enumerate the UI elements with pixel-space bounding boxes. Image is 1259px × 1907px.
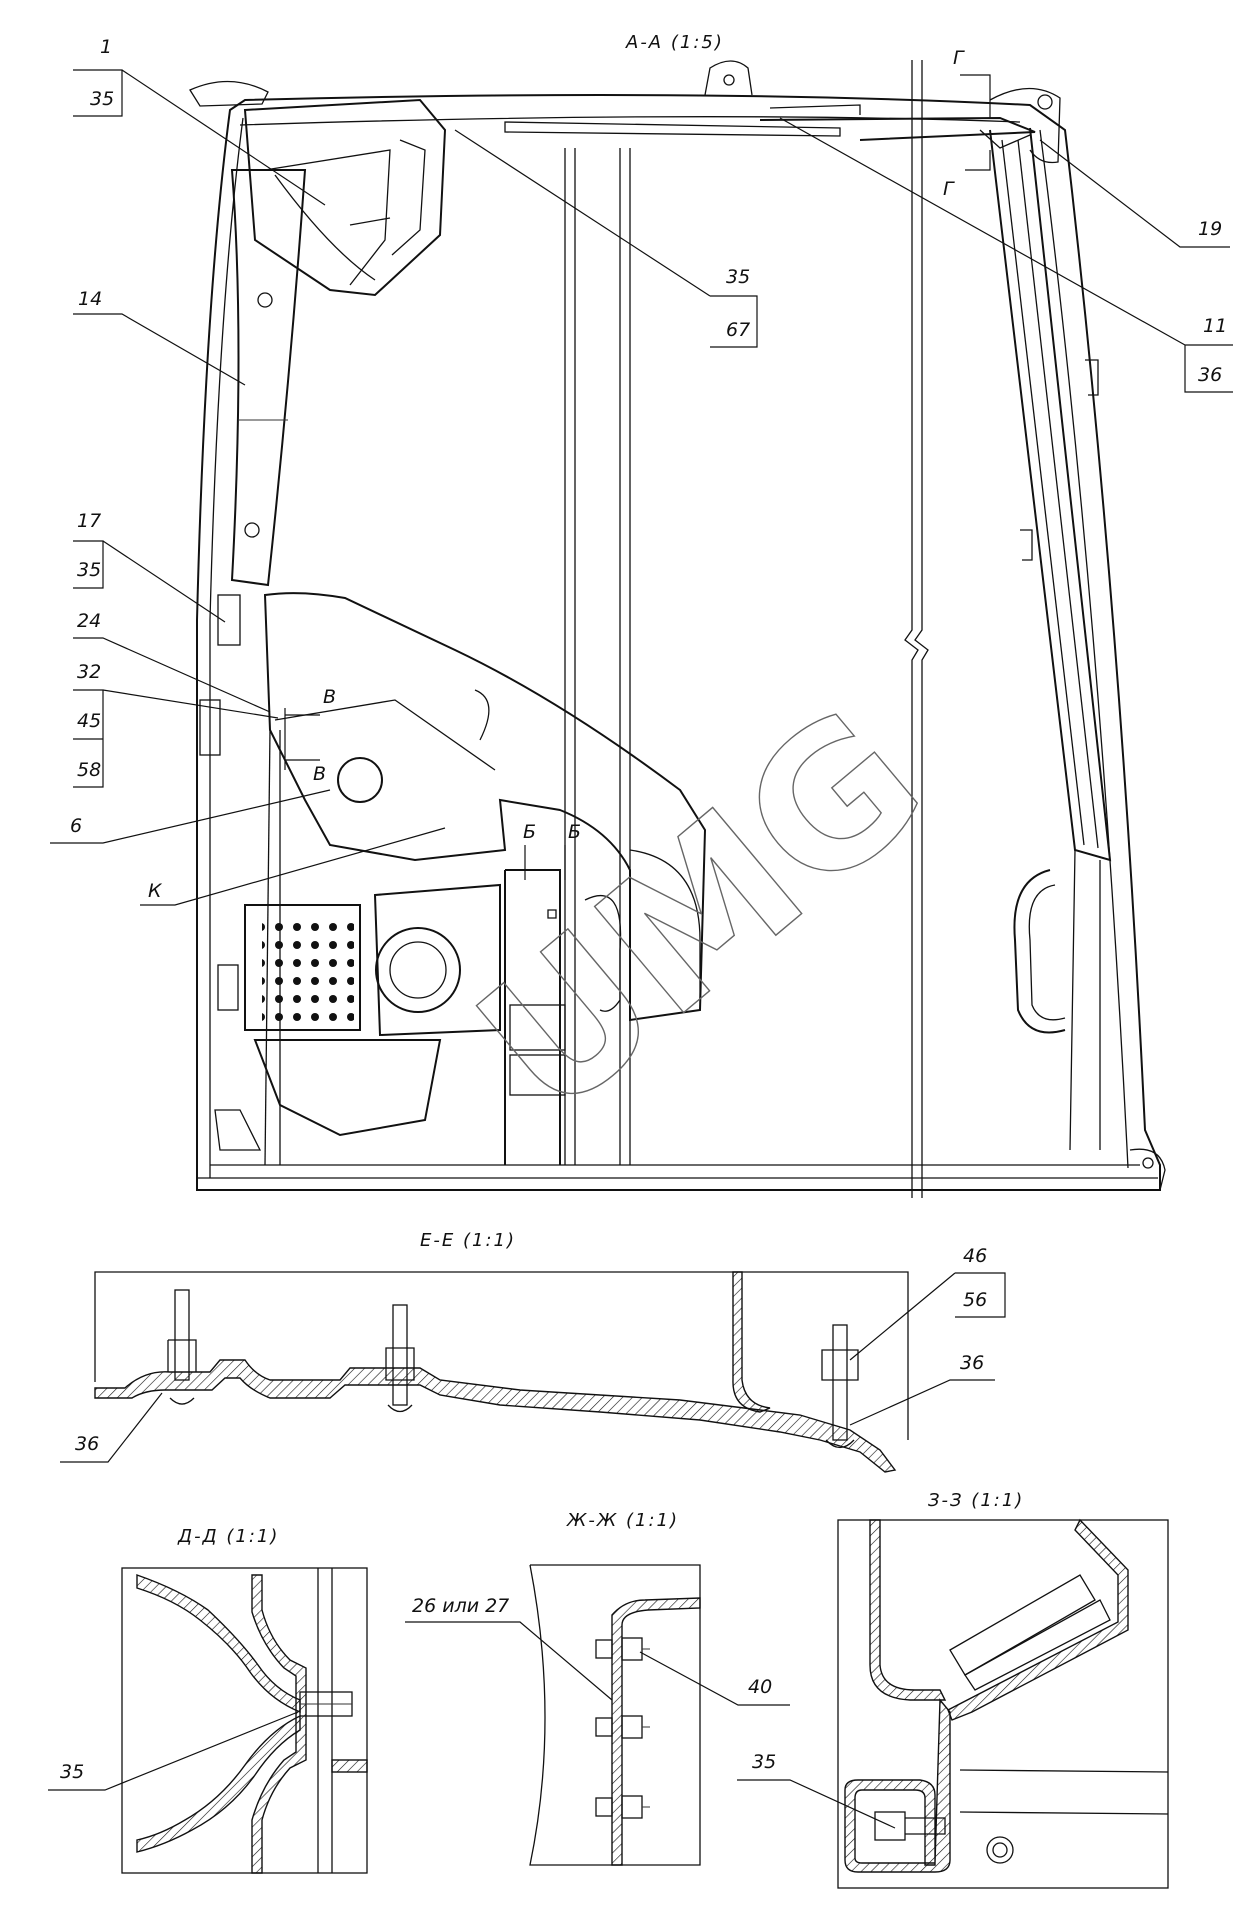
callout-26-27: 26 или 27 xyxy=(412,1595,509,1617)
heater-unit xyxy=(199,592,707,1166)
callout-35-dd: 35 xyxy=(60,1761,84,1783)
callout-24: 24 xyxy=(77,610,101,632)
section-zhzh: Ж-Ж (1:1) 26 или 27 40 xyxy=(405,1510,790,1866)
section-ee-title: Е-Е (1:1) xyxy=(420,1230,516,1251)
section-zz-title: З-З (1:1) xyxy=(928,1490,1024,1511)
callout-11: 11 xyxy=(1203,315,1227,337)
callout-1: 1 xyxy=(100,36,112,58)
main-view-title: А-А (1:5) xyxy=(625,32,724,53)
main-view: А-А (1:5) xyxy=(50,32,1233,1198)
callout-36-ee-right: 36 xyxy=(960,1352,984,1374)
section-ee: Е-Е (1:1) 46 56 36 36 xyxy=(60,1230,1006,1473)
callout-32: 32 xyxy=(77,661,101,683)
callout-36-ee-left: 36 xyxy=(75,1433,99,1455)
callout-45: 45 xyxy=(77,710,101,732)
filter-perforation xyxy=(262,913,354,1021)
section-mark-b-left: Б xyxy=(523,821,536,843)
callout-1-35: 35 xyxy=(90,88,114,110)
callout-40: 40 xyxy=(748,1676,772,1698)
air-duct-upper xyxy=(243,98,447,297)
section-mark-b-right: Б xyxy=(568,821,581,843)
section-dd: Д-Д (1:1) 35 xyxy=(48,1526,368,1874)
section-dd-title: Д-Д (1:1) xyxy=(177,1526,279,1547)
section-zhzh-title: Ж-Ж (1:1) xyxy=(566,1510,679,1531)
callout-17: 17 xyxy=(77,510,101,532)
roof-rail-right xyxy=(759,104,1036,149)
callouts-left: 1 35 14 17 35 24 32 45 58 6 К xyxy=(50,36,446,906)
callout-35-top: 35 xyxy=(726,266,750,288)
callout-k: К xyxy=(148,880,163,902)
section-mark-v-top: В xyxy=(323,686,336,708)
watermark: UMG xyxy=(439,667,964,1157)
callout-46: 46 xyxy=(963,1245,987,1267)
cab-frame xyxy=(189,60,1166,1198)
callout-56: 56 xyxy=(963,1289,987,1311)
callout-19: 19 xyxy=(1198,218,1222,240)
callout-35-zz: 35 xyxy=(752,1751,776,1773)
callout-17-35: 35 xyxy=(77,559,101,581)
callout-14: 14 xyxy=(78,288,102,310)
callout-6: 6 xyxy=(70,815,82,837)
right-pillar xyxy=(989,127,1112,1151)
callout-36-right: 36 xyxy=(1198,364,1222,386)
callouts-right: 35 67 19 11 36 xyxy=(454,117,1233,393)
section-mark-v-bottom: В xyxy=(313,763,326,785)
section-mark-g-bottom: Г xyxy=(943,178,955,200)
callout-67: 67 xyxy=(726,319,750,341)
section-zz: З-З (1:1) 35 xyxy=(737,1490,1169,1889)
section-mark-g-top: Г xyxy=(953,47,965,69)
left-pillar xyxy=(230,169,307,587)
section-marks: Г Г В В Б Б xyxy=(284,47,991,880)
callout-58: 58 xyxy=(77,759,101,781)
